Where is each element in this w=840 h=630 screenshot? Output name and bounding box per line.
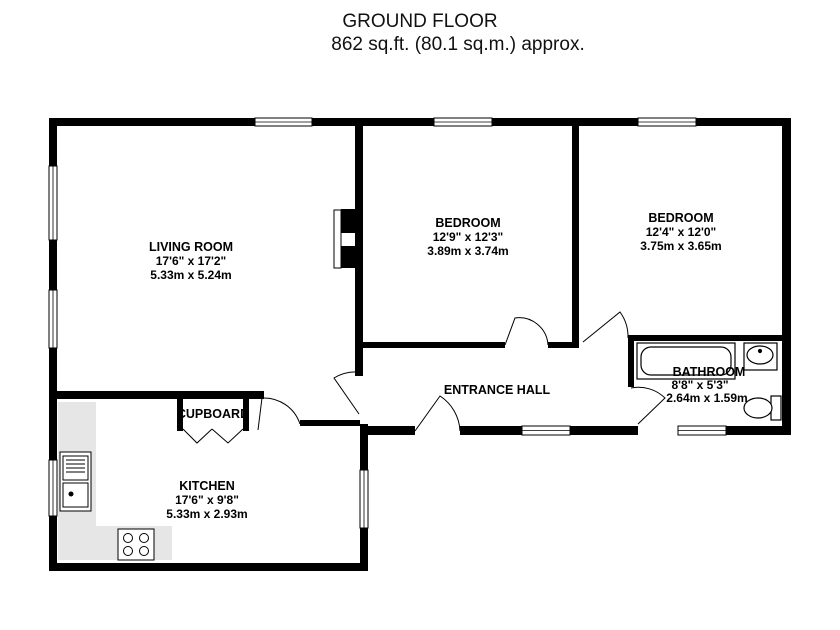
bathroom-label: BATHROOM 8'8" x 5'3" 2.64m x 1.59m <box>666 365 747 405</box>
windows <box>48 117 727 529</box>
svg-text:3.89m x 3.74m: 3.89m x 3.74m <box>427 244 508 258</box>
svg-text:BATHROOM: BATHROOM <box>673 365 746 379</box>
svg-text:17'6" x 17'2": 17'6" x 17'2" <box>156 254 226 268</box>
entrance-door <box>414 395 461 432</box>
toilet-icon <box>743 395 782 421</box>
sink-icon <box>59 451 92 512</box>
hob-icon <box>117 528 155 561</box>
svg-text:8'8" x 5'3": 8'8" x 5'3" <box>671 378 728 392</box>
svg-text:KITCHEN: KITCHEN <box>179 479 235 493</box>
svg-text:5.33m x 2.93m: 5.33m x 2.93m <box>166 507 247 521</box>
floor-area: 862 sq.ft. (80.1 sq.m.) approx. <box>331 34 585 55</box>
basin-icon <box>743 342 778 371</box>
bedroom-2-label: BEDROOM 12'4" x 12'0" 3.75m x 3.65m <box>640 211 721 253</box>
living-room-door <box>333 371 360 415</box>
svg-text:BEDROOM: BEDROOM <box>435 216 500 230</box>
bathtub-icon <box>636 342 736 380</box>
svg-text:12'9" x 12'3": 12'9" x 12'3" <box>433 230 503 244</box>
walls <box>49 118 791 571</box>
cupboard-label: CUPBOARD <box>177 407 249 421</box>
kitchen-label: KITCHEN 17'6" x 9'8" 5.33m x 2.93m <box>166 479 247 521</box>
kitchen-door <box>257 397 301 431</box>
bedroom-door-left <box>504 317 549 346</box>
svg-text:12'4" x 12'0": 12'4" x 12'0" <box>646 225 716 239</box>
living-room-label: LIVING ROOM 17'6" x 17'2" 5.33m x 5.24m <box>149 240 233 282</box>
floor-title: GROUND FLOOR <box>342 11 498 32</box>
entrance-hall-label: ENTRANCE HALL <box>444 383 551 397</box>
svg-text:17'6" x 9'8": 17'6" x 9'8" <box>175 493 239 507</box>
bathroom-door <box>630 386 666 425</box>
svg-text:5.33m x 5.24m: 5.33m x 5.24m <box>150 268 231 282</box>
svg-text:BEDROOM: BEDROOM <box>648 211 713 225</box>
svg-text:2.64m x 1.59m: 2.64m x 1.59m <box>666 391 747 405</box>
fireplace-hearth <box>333 209 342 269</box>
svg-text:LIVING ROOM: LIVING ROOM <box>149 240 233 254</box>
cupboard-doors <box>182 428 244 444</box>
doors <box>182 311 666 444</box>
svg-text:3.75m x 3.65m: 3.75m x 3.65m <box>640 239 721 253</box>
bedroom-1-label: BEDROOM 12'9" x 12'3" 3.89m x 3.74m <box>427 216 508 258</box>
bedroom-door-right <box>582 311 629 343</box>
